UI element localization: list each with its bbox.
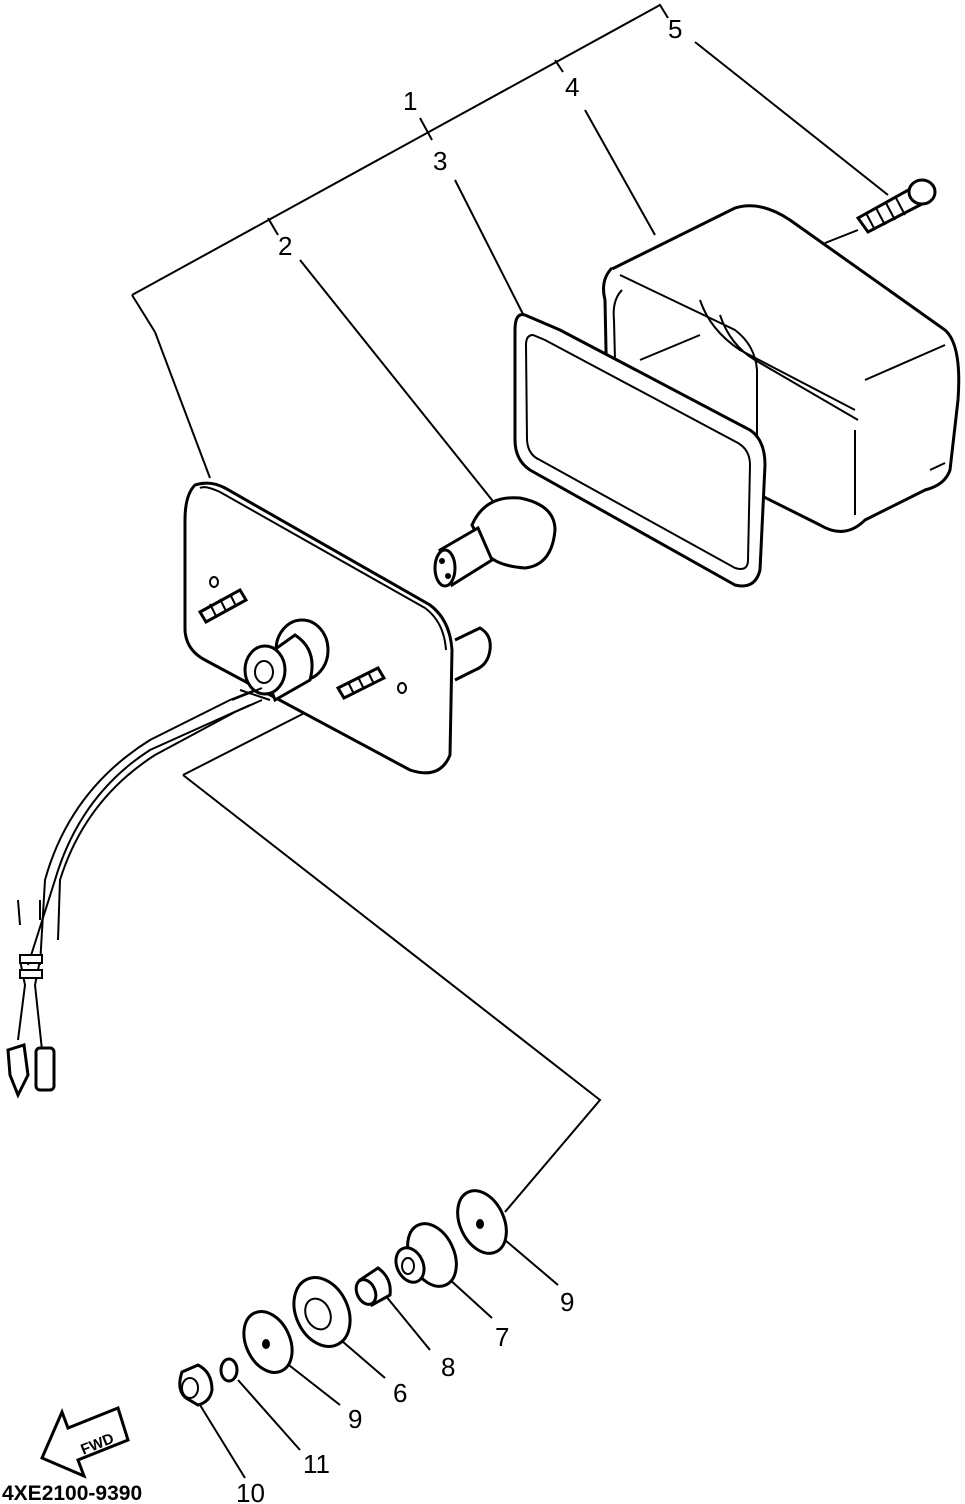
drawing-code: 4XE2100-9390 — [2, 1482, 142, 1504]
callout-4: 4 — [565, 72, 579, 102]
callout-11: 11 — [303, 1449, 330, 1479]
screw-part — [855, 178, 937, 234]
lock-washer-11-part — [219, 1357, 239, 1383]
callout-1: 1 — [403, 86, 417, 116]
assembly-bracket — [131, 3, 669, 479]
leader-lines — [182, 41, 889, 1479]
fwd-arrow-icon: FWD — [40, 1406, 130, 1479]
callout-9-upper: 9 — [560, 1287, 574, 1317]
base-plate-part — [183, 481, 492, 775]
callout-7: 7 — [495, 1322, 509, 1352]
grommet-6-part — [292, 1276, 352, 1348]
callout-10: 10 — [236, 1478, 265, 1504]
callout-2: 2 — [278, 231, 292, 261]
bulb-part — [433, 496, 557, 588]
wire-harness-part — [6, 687, 271, 1099]
callout-3: 3 — [433, 146, 447, 176]
collar-8-part — [354, 1266, 392, 1308]
callout-8: 8 — [441, 1352, 455, 1382]
callout-9-lower: 9 — [348, 1404, 362, 1434]
washer-9b-part — [242, 1310, 294, 1374]
gasket-part — [513, 313, 767, 588]
grommet-7-part — [394, 1222, 458, 1288]
washer-9a-part — [456, 1189, 508, 1255]
callout-5: 5 — [668, 14, 682, 44]
callout-6: 6 — [393, 1378, 407, 1408]
nut-10-part — [178, 1363, 214, 1407]
